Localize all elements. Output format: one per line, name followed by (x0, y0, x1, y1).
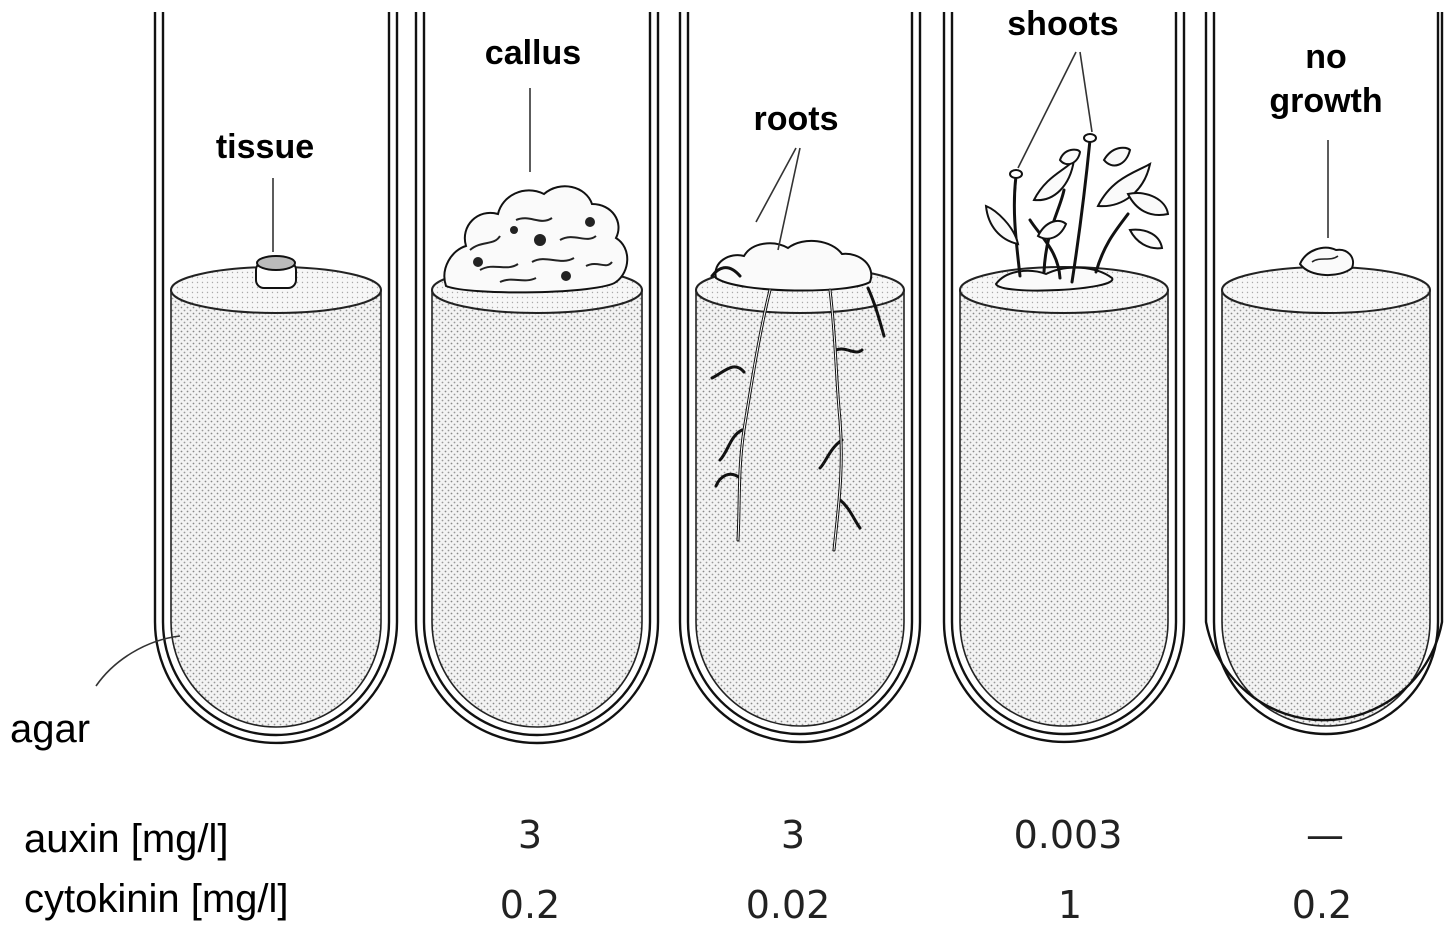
callus-label: callus (485, 34, 581, 72)
auxin-value-no-growth: — (1306, 813, 1344, 857)
agar-medium-1 (171, 290, 381, 727)
cytokinin-value-no-growth: 0.2 (1292, 883, 1352, 927)
cytokinin-value-shoots: 1 (1058, 883, 1082, 927)
agar-medium-5 (1222, 290, 1430, 726)
auxin-value-callus: 3 (518, 813, 542, 857)
agar-pointer (96, 636, 180, 686)
test-tube-4 (944, 12, 1184, 742)
shoot-cluster (986, 134, 1168, 291)
tissue-label: tissue (216, 128, 314, 166)
cytokinin-value-callus: 0.2 (500, 883, 560, 927)
no-growth-label-line1: no (1305, 38, 1347, 76)
roots-label: roots (754, 100, 839, 138)
agar-medium-4 (960, 290, 1168, 726)
auxin-value-shoots: 0.003 (1014, 813, 1123, 857)
dead-explant (1300, 248, 1353, 275)
test-tube-2 (416, 12, 658, 743)
test-tube-1 (155, 12, 397, 743)
callus-mass (444, 186, 627, 292)
agar-label: agar (10, 707, 90, 751)
auxin-value-roots: 3 (781, 813, 805, 857)
tissue-explant (256, 256, 296, 288)
no-growth-label-line2: growth (1269, 82, 1382, 120)
test-tube-5 (1206, 12, 1442, 734)
agar-medium-3 (696, 290, 904, 726)
shoots-label: shoots (1007, 5, 1118, 43)
cytokinin-value-roots: 0.02 (746, 883, 831, 927)
agar-medium-2 (432, 290, 642, 727)
cytokinin-row-label: cytokinin [mg/l] (24, 877, 289, 921)
auxin-row-label: auxin [mg/l] (24, 817, 229, 861)
